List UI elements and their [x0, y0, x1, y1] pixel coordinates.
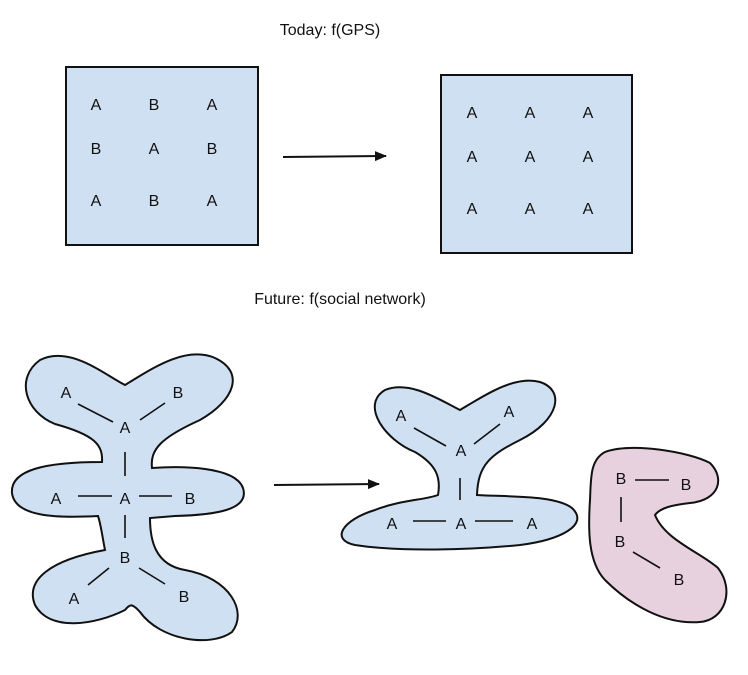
social-after-a-edge [473, 423, 501, 445]
social-after-a-group: A A A A A A [340, 379, 579, 551]
gps-before-cell: B [91, 141, 102, 158]
social-before-edge [138, 567, 166, 585]
social-before-edge [77, 403, 114, 423]
social-before-node: A [120, 491, 131, 508]
social-before-group: A B A A A B B A B [10, 353, 245, 642]
social-before-node: A [61, 385, 72, 402]
gps-before-cell: B [207, 141, 218, 158]
caption-today: Today: f(GPS) [280, 22, 380, 39]
social-before-edge [87, 567, 110, 586]
gps-before-group: A B A B A B A B A [65, 66, 259, 246]
gps-before-cell: B [149, 97, 160, 114]
gps-after-cell: A [525, 201, 536, 218]
social-after-a-node: A [456, 443, 467, 460]
social-after-a-edge [413, 427, 447, 447]
social-arrow [273, 479, 380, 490]
gps-after-cell: A [525, 105, 536, 122]
social-after-a-node: A [504, 404, 515, 421]
gps-after-cell: A [583, 105, 594, 122]
social-before-node: B [185, 491, 196, 508]
gps-after-box [440, 74, 633, 254]
social-after-a-node: A [456, 516, 467, 533]
gps-after-cell: A [525, 149, 536, 166]
social-before-node: B [173, 385, 184, 402]
gps-before-box [65, 66, 259, 246]
gps-before-cell: B [149, 193, 160, 210]
social-after-b-node: B [616, 471, 627, 488]
gps-before-cell: A [207, 193, 218, 210]
gps-after-cell: A [583, 201, 594, 218]
gps-after-cell: A [467, 201, 478, 218]
social-before-node: A [69, 591, 80, 608]
social-after-b-group: B B B B [588, 446, 728, 624]
social-after-a-node: A [396, 408, 407, 425]
gps-before-cell: A [207, 97, 218, 114]
gps-before-cell: A [91, 97, 102, 114]
social-after-b-node: B [615, 534, 626, 551]
gps-before-cell: A [149, 141, 160, 158]
social-before-blob [10, 353, 245, 642]
social-after-b-blob [588, 446, 728, 624]
social-after-b-node: B [681, 477, 692, 494]
social-after-a-node: A [387, 516, 398, 533]
social-after-b-node: B [674, 572, 685, 589]
social-before-edge [139, 402, 166, 421]
social-after-a-blob [340, 379, 579, 551]
caption-future: Future: f(social network) [254, 291, 426, 308]
gps-after-group: A A A A A A A A A [440, 74, 633, 254]
social-before-node: A [120, 420, 131, 437]
social-before-node: B [120, 550, 131, 567]
gps-after-cell: A [583, 149, 594, 166]
gps-after-cell: A [467, 105, 478, 122]
social-after-b-edge [632, 551, 661, 569]
social-before-node: A [51, 491, 62, 508]
social-after-a-node: A [527, 516, 538, 533]
gps-before-cell: A [91, 193, 102, 210]
gps-after-cell: A [467, 149, 478, 166]
gps-arrow [282, 151, 387, 162]
social-before-node: B [179, 589, 190, 606]
